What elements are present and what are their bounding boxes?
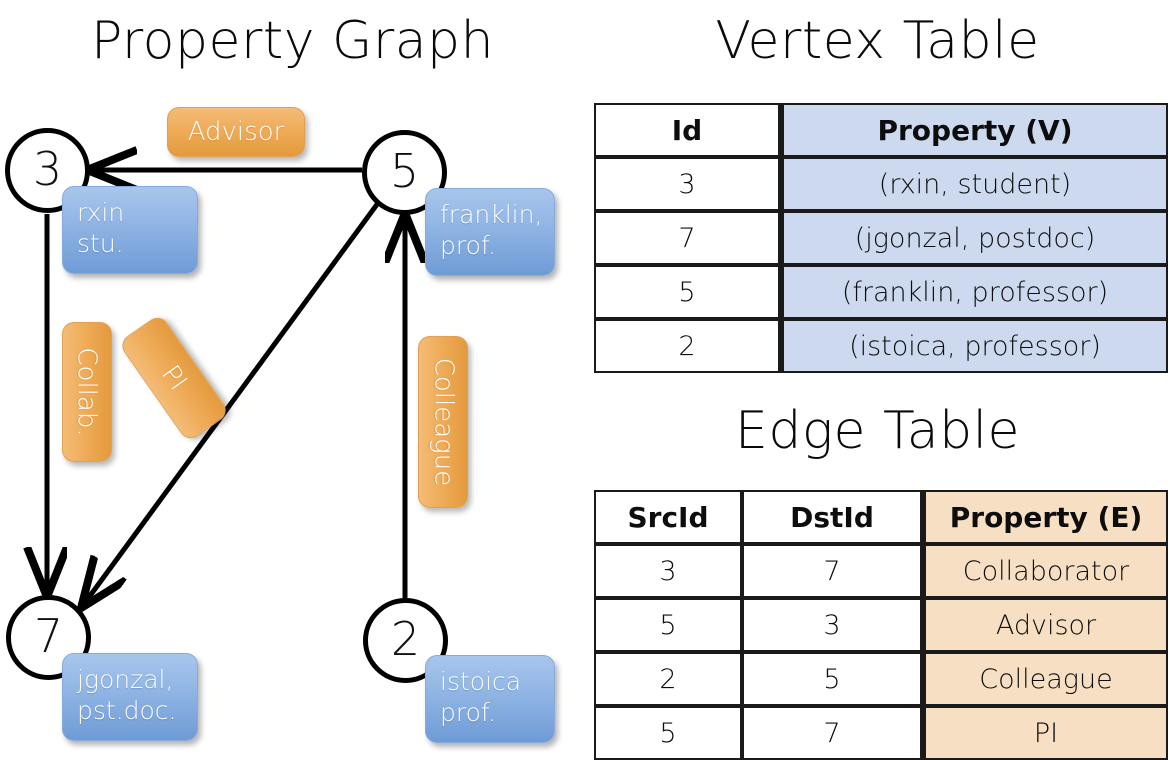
vertex-cell-property: (franklin, professor) xyxy=(780,265,1168,319)
page-title-vertex-table: Vertex Table xyxy=(715,11,1040,71)
node-property-istoica-line2: prof. xyxy=(440,698,496,727)
vertex-cell-id: 7 xyxy=(594,211,780,265)
graph-node-7-label: 7 xyxy=(33,608,64,663)
edge-label-colleague-text: Colleague xyxy=(428,357,459,487)
edge-label-advisor[interactable]: Advisor xyxy=(167,107,305,157)
node-property-franklin-line2: prof. xyxy=(440,231,496,260)
edge-cell-dstid: 7 xyxy=(742,706,922,760)
table-row[interactable]: 2 5 Colleague xyxy=(594,652,1168,706)
edge-label-collab[interactable]: Collab. xyxy=(62,322,112,462)
graph-edges xyxy=(0,0,585,760)
node-property-box-jgonzal[interactable]: jgonzal, pst.doc. xyxy=(62,653,198,741)
table-row[interactable]: 5 (franklin, professor) xyxy=(594,265,1168,319)
edge-label-pi-text: PI xyxy=(155,359,193,397)
vertex-cell-id: 5 xyxy=(594,265,780,319)
vertex-cell-property: (istoica, professor) xyxy=(780,319,1168,373)
page-title-edge-table: Edge Table xyxy=(734,401,1021,461)
vertex-table-header-row: Id Property (V) xyxy=(594,103,1168,157)
edge-label-collab-text: Collab. xyxy=(72,347,102,437)
vertex-cell-property: (jgonzal, postdoc) xyxy=(780,211,1168,265)
node-property-rxin-line1: rxin xyxy=(77,198,125,227)
graph-node-2-label: 2 xyxy=(390,611,421,666)
edge-cell-property: Collaborator xyxy=(922,544,1168,598)
vertex-cell-property: (rxin, student) xyxy=(780,157,1168,211)
edge-table: SrcId DstId Property (E) 3 7 Collaborato… xyxy=(594,490,1168,760)
graph-node-5-label: 5 xyxy=(389,143,420,198)
graph-node-3-label: 3 xyxy=(32,141,63,196)
edge-table-header-property: Property (E) xyxy=(922,490,1168,544)
table-row[interactable]: 5 7 PI xyxy=(594,706,1168,760)
node-property-box-rxin[interactable]: rxin stu. xyxy=(62,186,198,274)
node-property-rxin-line2: stu. xyxy=(77,229,124,258)
edge-5-to-7 xyxy=(84,201,381,604)
node-property-box-franklin[interactable]: franklin, prof. xyxy=(425,188,555,276)
edge-table-header-dstid: DstId xyxy=(742,490,922,544)
table-row[interactable]: 3 7 Collaborator xyxy=(594,544,1168,598)
edge-cell-srcid: 3 xyxy=(594,544,742,598)
node-property-franklin-line1: franklin, xyxy=(440,200,543,229)
vertex-table-header-property: Property (V) xyxy=(780,103,1168,157)
edge-label-colleague[interactable]: Colleague xyxy=(418,336,468,508)
table-row[interactable]: 7 (jgonzal, postdoc) xyxy=(594,211,1168,265)
edge-cell-srcid: 2 xyxy=(594,652,742,706)
graph-node-5[interactable]: 5 xyxy=(362,130,447,215)
table-row[interactable]: 2 (istoica, professor) xyxy=(594,319,1168,373)
node-property-istoica-line1: istoica xyxy=(440,667,522,696)
edge-table-header-srcid: SrcId xyxy=(594,490,742,544)
table-row[interactable]: 3 (rxin, student) xyxy=(594,157,1168,211)
table-row[interactable]: 5 3 Advisor xyxy=(594,598,1168,652)
edge-cell-srcid: 5 xyxy=(594,598,742,652)
edge-cell-property: Colleague xyxy=(922,652,1168,706)
page-title-property-graph: Property Graph xyxy=(90,11,495,71)
edge-cell-property: Advisor xyxy=(922,598,1168,652)
vertex-cell-id: 3 xyxy=(594,157,780,211)
node-property-box-istoica[interactable]: istoica prof. xyxy=(425,655,555,743)
edge-cell-dstid: 3 xyxy=(742,598,922,652)
vertex-table-header-id: Id xyxy=(594,103,780,157)
edge-cell-srcid: 5 xyxy=(594,706,742,760)
edge-cell-dstid: 5 xyxy=(742,652,922,706)
edge-cell-property: PI xyxy=(922,706,1168,760)
vertex-table: Id Property (V) 3 (rxin, student) 7 (jgo… xyxy=(594,103,1168,373)
edge-cell-dstid: 7 xyxy=(742,544,922,598)
node-property-jgonzal-line2: pst.doc. xyxy=(77,696,177,725)
node-property-jgonzal-line1: jgonzal, xyxy=(77,665,174,694)
vertex-cell-id: 2 xyxy=(594,319,780,373)
edge-label-advisor-text: Advisor xyxy=(187,117,285,147)
edge-table-header-row: SrcId DstId Property (E) xyxy=(594,490,1168,544)
graph-node-2[interactable]: 2 xyxy=(363,598,448,683)
